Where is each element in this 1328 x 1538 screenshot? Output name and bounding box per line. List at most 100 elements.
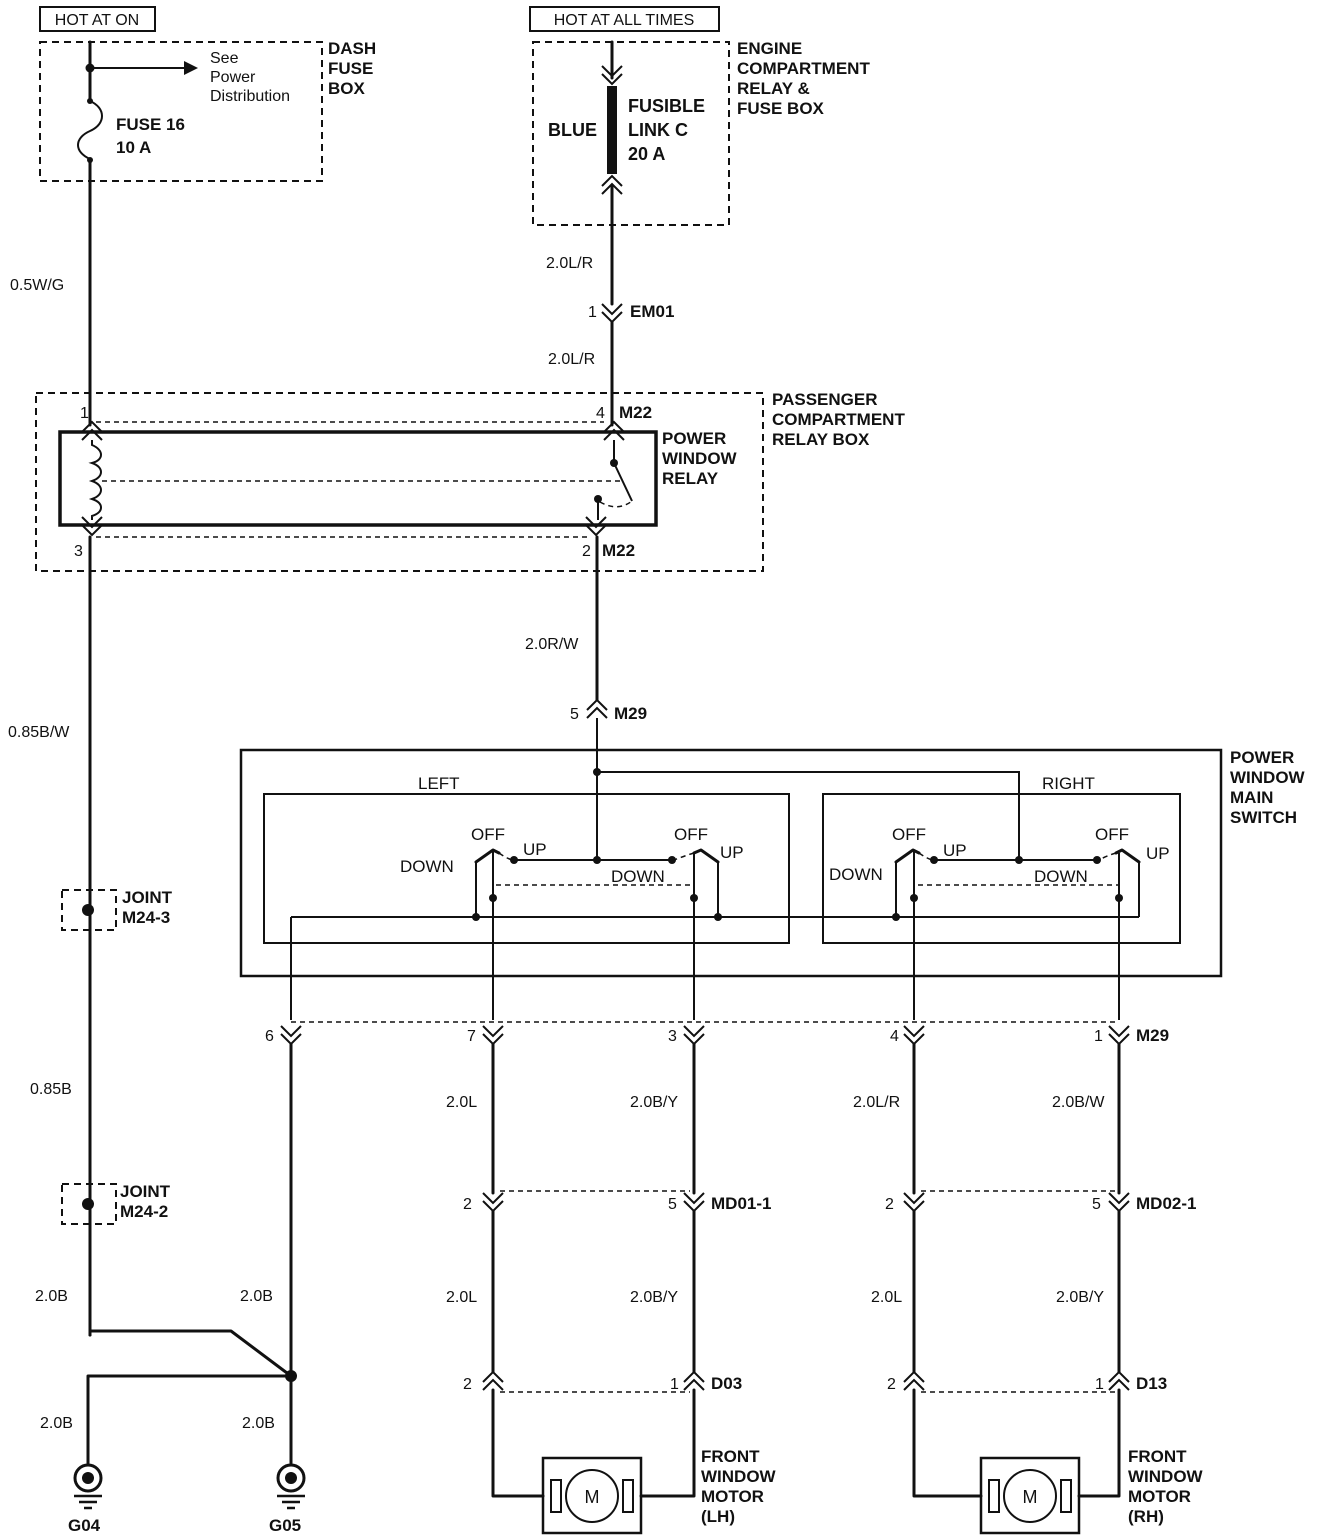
wire-label-20by-1: 2.0B/Y (630, 1094, 678, 1111)
m29-pin-1: 1 (1094, 1028, 1103, 1045)
right-sw1-up: UP (943, 841, 967, 860)
left-sw2-off: OFF (674, 825, 708, 844)
connector-chevron-icon (601, 65, 623, 86)
wire-label-05wg: 0.5W/G (10, 277, 64, 294)
md01-pin5-chevron-icon (683, 1192, 705, 1213)
wire-label-20b-c: 2.0B (40, 1415, 73, 1432)
wire-label-085b: 0.85B (30, 1081, 72, 1098)
left-sw2-travel (673, 852, 695, 861)
joint-m24-2-outline (61, 1183, 117, 1225)
wire-label-20lr-lower: 2.0L/R (548, 351, 595, 368)
m22-bottom-label: M22 (602, 541, 635, 560)
left-sw2-down: DOWN (611, 867, 665, 886)
main-switch-title: POWER WINDOW MAIN SWITCH (1230, 748, 1309, 827)
wire-label-20by-3: 2.0B/Y (630, 1289, 678, 1306)
hot-at-on-box (39, 6, 156, 32)
motor-lh-armature (565, 1469, 619, 1523)
md02-pin2-chevron-icon (903, 1192, 925, 1213)
connector-chevron-icon (603, 420, 625, 441)
hot-at-all-times-label: HOT AT ALL TIMES (554, 12, 695, 29)
m29-pin4-chevron-icon (903, 1025, 925, 1046)
motor-rh-feed-a (912, 1388, 983, 1498)
m22-pin-4: 4 (596, 405, 605, 422)
hot-at-all-times-box (529, 6, 720, 32)
dash-fuse-box-title: DASH FUSE BOX (328, 39, 381, 98)
left-sw2-up-contact (668, 856, 676, 864)
right-common-node-2 (1115, 894, 1123, 902)
power-window-relay (58, 430, 658, 527)
md02-label: MD02-1 (1136, 1194, 1196, 1213)
left-sw1-off: OFF (471, 825, 505, 844)
right-sw2-travel (1098, 852, 1117, 861)
left-common-node-2 (690, 894, 698, 902)
left-sw1-lever (474, 848, 501, 864)
d03-pin-1: 1 (670, 1376, 679, 1393)
joint-m24-2-dot (82, 1198, 94, 1210)
wire-label-20b-a: 2.0B (35, 1288, 68, 1305)
fusible-link-label: FUSIBLE LINK C 20 A (628, 96, 710, 164)
right-switch-label: RIGHT (1042, 774, 1095, 793)
right-ground-node-a (892, 913, 900, 921)
right-sw2-up-contact (1093, 856, 1101, 864)
motor-rh-symbol: M (1023, 1487, 1038, 1507)
wire-label-20l-1: 2.0L (446, 1094, 477, 1111)
d13-pin-1: 1 (1095, 1376, 1104, 1393)
connector-em01-label: EM01 (630, 302, 674, 321)
right-sw1-up-contact (930, 856, 938, 864)
d03-pin2-chevron-icon (482, 1370, 504, 1391)
arrow-head-icon (184, 61, 198, 75)
right-common-node-1 (910, 894, 918, 902)
wire-label-20lr-2: 2.0L/R (853, 1094, 900, 1111)
fuse-16-rating: 10 A (116, 138, 151, 157)
md02-pin-5: 5 (1092, 1196, 1101, 1213)
m29-pin1-chevron-icon (1108, 1025, 1130, 1046)
relay-contact-arm (613, 462, 633, 502)
connector-m29-top-label: M29 (614, 704, 647, 723)
ground-g05-label: G05 (269, 1516, 301, 1535)
wire-label-20l-4: 2.0L (871, 1289, 902, 1306)
wire-ground-g04 (86, 1374, 293, 1467)
connector-m29-top-pin: 5 (570, 706, 579, 723)
motor-rh-label: FRONT WINDOW MOTOR (RH) (1128, 1447, 1207, 1526)
relay-contact-open-path (599, 500, 633, 508)
motor-rh-brush-right (1060, 1479, 1072, 1513)
right-sw1-lever (894, 848, 921, 864)
m22-pin-3: 3 (74, 543, 83, 560)
m29-pin-4: 4 (890, 1028, 899, 1045)
d13-pin-2: 2 (887, 1376, 896, 1393)
engine-box-title: ENGINE COMPARTMENT RELAY & FUSE BOX (737, 39, 875, 118)
right-sw1-down: DOWN (829, 865, 883, 884)
left-switch-label: LEFT (418, 774, 460, 793)
motor-lh-feed-b (639, 1388, 696, 1498)
right-sw1-off: OFF (892, 825, 926, 844)
hot-at-on-label: HOT AT ON (55, 12, 139, 29)
wire-label-20by-4: 2.0B/Y (1056, 1289, 1104, 1306)
left-sw1-travel (498, 852, 513, 861)
connector-chevron-icon (585, 516, 607, 537)
wire-label-20rw: 2.0R/W (525, 636, 579, 653)
d03-pin-2: 2 (463, 1376, 472, 1393)
connector-chevron-icon (81, 420, 103, 441)
md02-pin5-chevron-icon (1108, 1192, 1130, 1213)
m29-pin3-chevron-icon (683, 1025, 705, 1046)
joint-m24-3-outline (61, 889, 117, 931)
right-sw2-lever (1114, 848, 1141, 864)
left-common-node-1 (489, 894, 497, 902)
ground-g04-label: G04 (68, 1516, 101, 1535)
left-sw1-up-contact (510, 856, 518, 864)
connector-chevron-icon (81, 516, 103, 537)
d13-pin1-chevron-icon (1108, 1370, 1130, 1391)
left-sw1-down: DOWN (400, 857, 454, 876)
fusible-link-c-symbol (607, 86, 617, 174)
relay-coil-symbol (88, 440, 102, 520)
fuse-16-symbol (77, 100, 103, 160)
front-window-motor-lh (541, 1456, 643, 1535)
ground-g05-icon (276, 1463, 306, 1510)
m29-pin6-chevron-icon (280, 1025, 302, 1046)
wire-label-20b-d: 2.0B (242, 1415, 275, 1432)
md01-pin-2: 2 (463, 1196, 472, 1213)
motor-rh-feed-b (1077, 1388, 1121, 1498)
d13-label: D13 (1136, 1374, 1167, 1393)
motor-lh-label: FRONT WINDOW MOTOR (LH) (701, 1447, 780, 1526)
